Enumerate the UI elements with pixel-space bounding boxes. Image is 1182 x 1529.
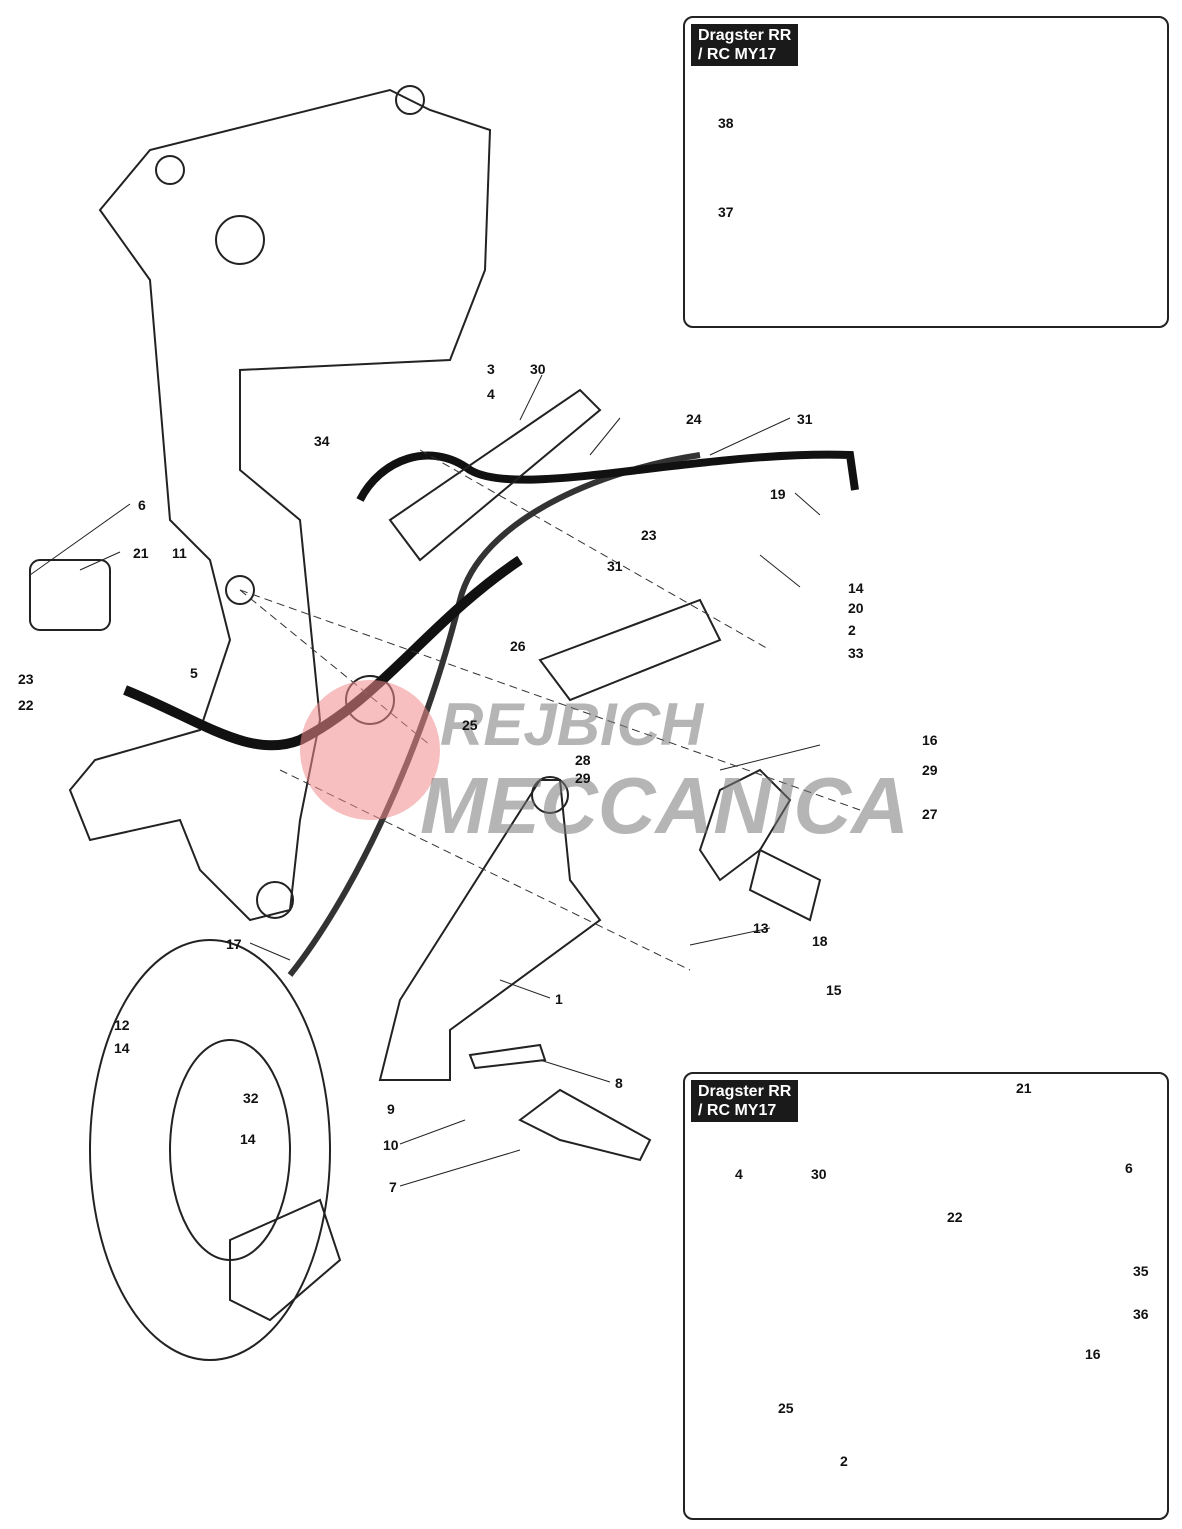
- part-label: 13: [753, 920, 769, 936]
- watermark: [300, 680, 440, 820]
- part-label: 30: [811, 1166, 827, 1182]
- part-label: 22: [947, 1209, 963, 1225]
- footpeg-7: [518, 1088, 652, 1162]
- brake-disc: [89, 939, 331, 1361]
- part-label: 4: [735, 1166, 743, 1182]
- part-label: 21: [1016, 1080, 1032, 1096]
- part-label: 19: [770, 486, 786, 502]
- part-label: 17: [226, 936, 242, 952]
- part-label: 14: [114, 1040, 130, 1056]
- part-label: 7: [389, 1179, 397, 1195]
- part-label: 30: [530, 361, 546, 377]
- part-label: 14: [240, 1131, 256, 1147]
- part-label: 4: [487, 386, 495, 402]
- part-label: 27: [922, 806, 938, 822]
- part-label: 29: [922, 762, 938, 778]
- part-label: 9: [387, 1101, 395, 1117]
- brake-lever-1: [378, 779, 602, 1081]
- part-label: 21: [133, 545, 149, 561]
- reservoir-21: [29, 559, 111, 631]
- part-label: 22: [18, 697, 34, 713]
- part-label: 23: [641, 527, 657, 543]
- brake-caliper: [229, 1198, 342, 1322]
- part-label: 32: [243, 1090, 259, 1106]
- part-label: 8: [615, 1075, 623, 1091]
- part-label: 28: [575, 752, 591, 768]
- part-label: 6: [138, 497, 146, 513]
- inset-title: Dragster RR / RC MY17: [691, 24, 799, 66]
- part-label: 6: [1125, 1160, 1133, 1176]
- part-label: 24: [686, 411, 702, 427]
- part-label: 3: [487, 361, 495, 377]
- part-label: 33: [848, 645, 864, 661]
- part-label: 14: [848, 580, 864, 596]
- watermark-line2: MECCANICA: [420, 761, 909, 850]
- part-label: 25: [462, 717, 478, 733]
- part-label: 10: [383, 1137, 399, 1153]
- part-label: 5: [190, 665, 198, 681]
- inset-top: Dragster RR / RC MY17: [683, 16, 1169, 328]
- part-label: 37: [718, 204, 734, 220]
- inset-bottom: Dragster RR / RC MY17: [683, 1072, 1169, 1520]
- part-label: 2: [848, 622, 856, 638]
- part-label: 12: [114, 1017, 130, 1033]
- master-cylinder-20: [538, 598, 722, 702]
- pin-8: [468, 1043, 547, 1070]
- part-label: 11: [172, 545, 187, 561]
- part-label: 2: [840, 1453, 848, 1469]
- part-label: 36: [1133, 1306, 1149, 1322]
- part-label: 1: [555, 991, 563, 1007]
- inset-title: Dragster RR / RC MY17: [691, 1080, 799, 1122]
- part-label: 18: [812, 933, 828, 949]
- part-label: 16: [1085, 1346, 1101, 1362]
- heel-plate-30: [388, 388, 602, 562]
- part-label: 29: [575, 770, 591, 786]
- part-label: 15: [826, 982, 842, 998]
- part-label: 26: [510, 638, 526, 654]
- rubber-18: [748, 848, 822, 922]
- part-label: 31: [607, 558, 623, 574]
- part-label: 34: [314, 433, 330, 449]
- watermark-line1: REJBICH: [440, 691, 704, 758]
- part-label: 25: [778, 1400, 794, 1416]
- part-label: 38: [718, 115, 734, 131]
- part-label: 16: [922, 732, 938, 748]
- part-label: 31: [797, 411, 813, 427]
- part-label: 20: [848, 600, 864, 616]
- hose-upper: [356, 450, 859, 502]
- part-label: 35: [1133, 1263, 1149, 1279]
- part-label: 23: [18, 671, 34, 687]
